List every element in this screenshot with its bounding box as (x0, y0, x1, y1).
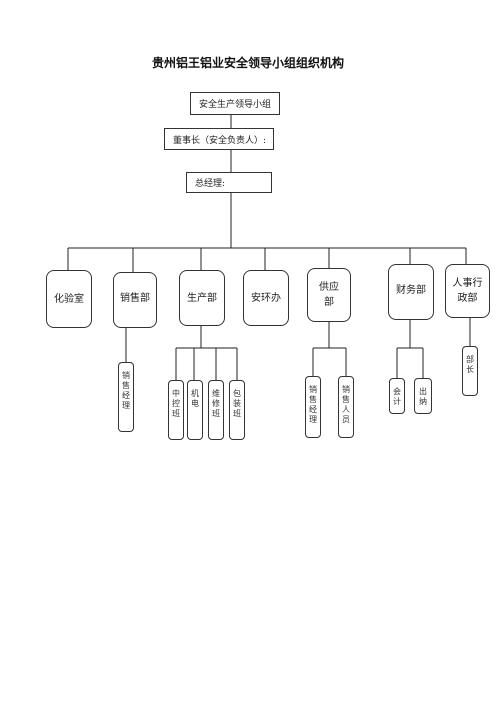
dept-finance: 财务部 (388, 264, 434, 320)
general-manager-label: 总经理: (195, 179, 226, 189)
safety-group-label: 安全生产领导小组 (199, 100, 272, 110)
sub-label: 机电 (190, 389, 200, 409)
sub-label: 部长 (465, 355, 475, 375)
sub-label: 包装班 (232, 389, 242, 419)
dept-label: 生产部 (187, 292, 217, 304)
dept-hr: 人事行 政部 (445, 264, 490, 318)
sub-hr-head: 部长 (462, 346, 478, 396)
dept-label: 销售部 (120, 293, 150, 304)
dept-label: 人事行 政部 (452, 278, 483, 304)
dept-safety-env: 安环办 (243, 270, 289, 326)
dept-sales: 销售部 (113, 272, 157, 328)
sub-label: 中控班 (171, 389, 181, 419)
sub-label: 维修班 (211, 389, 221, 419)
sub-label: 销售经理 (121, 371, 131, 411)
sub-accountant: 会计 (389, 378, 405, 414)
dept-production: 生产部 (179, 270, 225, 326)
chairman-label: 董事长（安全负责人）: (173, 135, 267, 146)
chairman-box: 董事长（安全负责人）: (164, 128, 274, 150)
general-manager-box: 总经理: (186, 172, 272, 193)
sub-mechanical: 机电 (187, 380, 203, 440)
page-title: 贵州铝王铝业安全领导小组组织机构 (151, 56, 344, 70)
sub-label: 会计 (392, 387, 402, 407)
dept-label: 财务部 (396, 285, 426, 296)
sub-control-team: 中控班 (168, 380, 184, 440)
sub-packaging-team: 包装班 (229, 380, 245, 440)
sub-cashier: 出纳 (414, 378, 432, 414)
sub-maintenance-team: 维修班 (208, 380, 224, 440)
sub-sales-manager: 销售经理 (118, 362, 134, 432)
dept-label: 供应 部 (319, 282, 339, 308)
safety-group-box: 安全生产领导小组 (190, 92, 280, 115)
dept-label: 化验室 (54, 293, 84, 305)
sub-sales-staff: 销售人员 (338, 376, 354, 438)
dept-supply: 供应 部 (307, 268, 351, 322)
dept-label: 安环办 (251, 292, 281, 304)
sub-label: 销售人员 (341, 385, 351, 425)
sub-supply-sales-manager: 销售经理 (305, 376, 321, 438)
sub-label: 销售经理 (308, 385, 318, 425)
dept-lab: 化验室 (46, 270, 92, 328)
sub-label: 出纳 (418, 387, 428, 407)
